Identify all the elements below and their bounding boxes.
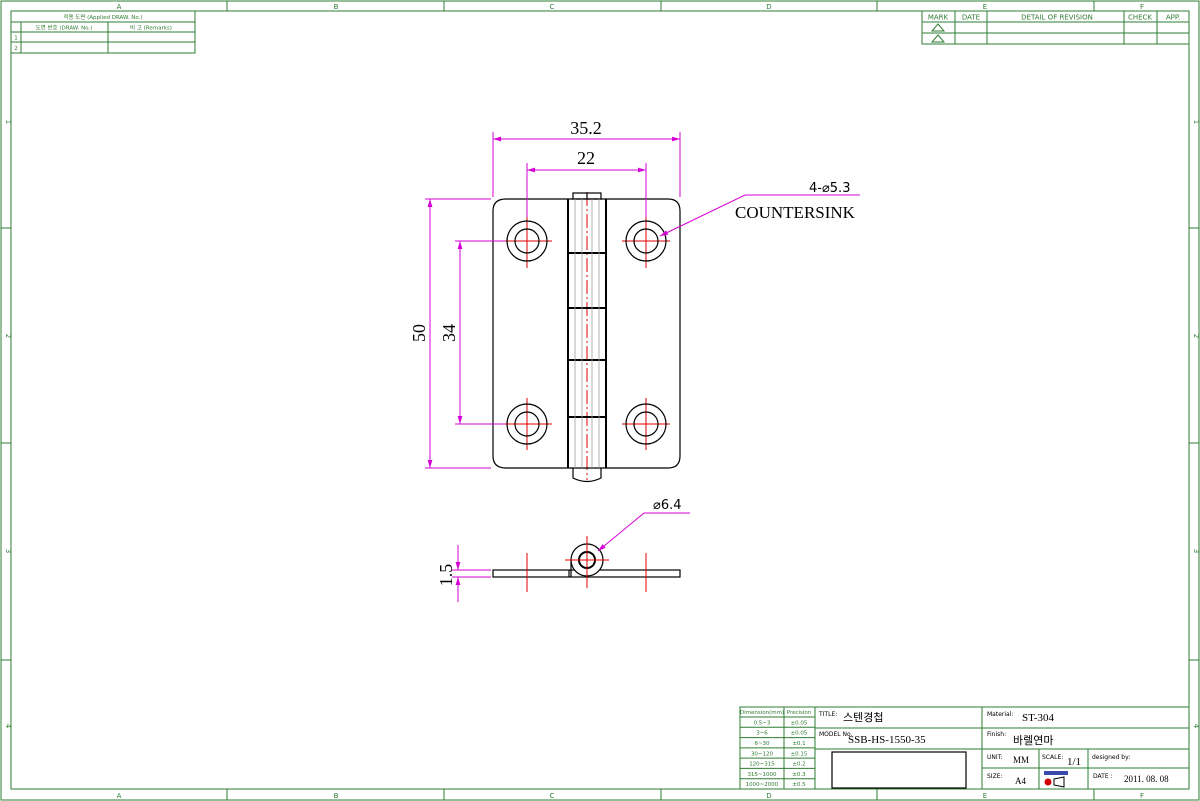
revision-col-date: DATE bbox=[962, 14, 980, 22]
dimension-overall-height: 50 bbox=[409, 198, 491, 469]
col-label-d: D bbox=[766, 3, 771, 11]
tolerance-precision: ±0.2 bbox=[792, 762, 805, 768]
tolerance-header-dimension: Dimension(mm) bbox=[740, 710, 784, 716]
revision-col-app: APP. bbox=[1166, 14, 1180, 22]
revision-col-check: CHECK bbox=[1128, 14, 1152, 22]
tolerance-precision: ±0.15 bbox=[791, 751, 808, 757]
revision-triangle-icon bbox=[930, 34, 946, 43]
tolerance-table: Dimension(mm) Precision 0.5~3 ±0.05 3~6 ±0.… bbox=[739, 706, 816, 790]
leader-countersink: 4-⌀5.3 COUNTERSINK bbox=[659, 181, 860, 237]
tolerance-range: 3~6 bbox=[756, 731, 768, 737]
tolerance-range: 0.5~3 bbox=[754, 720, 771, 726]
tolerance-range: 30~120 bbox=[751, 751, 774, 757]
hole-callout: 4-⌀5.3 bbox=[809, 181, 850, 196]
hole-note: COUNTERSINK bbox=[735, 203, 856, 222]
applied-table-row-2: 2 bbox=[14, 46, 18, 52]
unit-value: MM bbox=[1013, 755, 1029, 765]
tolerance-precision: ±0.1 bbox=[792, 741, 805, 747]
row-label-3-right: 3 bbox=[1192, 549, 1200, 553]
countersink-hole bbox=[506, 220, 548, 262]
applied-table-col-remarks: 비 고 (Remarks) bbox=[130, 24, 172, 32]
revision-col-mark: MARK bbox=[928, 14, 949, 22]
dimension-hole-spacing-y: 34 bbox=[439, 240, 505, 425]
revision-triangle-icon bbox=[930, 23, 946, 32]
countersink-hole bbox=[506, 403, 548, 445]
col-label-e: E bbox=[983, 3, 987, 11]
hinge-knuckles bbox=[567, 199, 607, 468]
applied-drawing-table: 적용 도면 (Applied DRAW. No.) 도면 번호 (DRAW. N… bbox=[10, 10, 196, 54]
scale-value: 1/1 bbox=[1067, 756, 1081, 768]
tolerance-range: 6~30 bbox=[754, 741, 770, 747]
dimension-text: 50 bbox=[409, 324, 429, 342]
tolerance-precision: ±0.05 bbox=[791, 720, 808, 726]
col-label-f: F bbox=[1140, 3, 1144, 11]
row-label-4: 4 bbox=[4, 724, 12, 729]
dimension-thickness: 1.5 bbox=[436, 545, 491, 602]
row-label-3: 3 bbox=[4, 549, 12, 553]
countersink-hole bbox=[625, 403, 667, 445]
model-value: SSB-HS-1550-35 bbox=[848, 734, 926, 746]
title-label: TITLE: bbox=[818, 711, 837, 718]
dimension-hole-spacing-x: 22 bbox=[526, 148, 647, 217]
col-label-b: B bbox=[334, 3, 339, 11]
hole-centerlines bbox=[503, 192, 670, 480]
size-label: SIZE: bbox=[987, 773, 1003, 780]
hinge-pin bbox=[572, 192, 602, 483]
dimension-text: 34 bbox=[439, 324, 459, 342]
row-label-2: 2 bbox=[4, 334, 12, 338]
finish-value: 바렐연마 bbox=[1013, 734, 1053, 747]
leader-pin-diameter: ⌀6.4 bbox=[597, 498, 690, 552]
date-value: 2011. 08. 08 bbox=[1124, 774, 1169, 784]
finish-label: Finish: bbox=[987, 731, 1006, 738]
revision-col-detail: DETAIL OF REVISION bbox=[1021, 14, 1093, 22]
col-label-c: C bbox=[550, 3, 555, 11]
hinge-leaf-outline bbox=[492, 198, 681, 469]
dimension-text: 35.2 bbox=[570, 118, 602, 138]
title-value: 스텐경첩 bbox=[843, 711, 883, 724]
countersink-hole bbox=[625, 220, 667, 262]
projection-symbol-icon bbox=[1044, 771, 1068, 788]
hinge-front-view: 35.2 22 50 34 4-⌀5.3 COUNTERSINK bbox=[409, 118, 860, 483]
date-label: DATE : bbox=[1093, 773, 1113, 780]
tolerance-header-precision: Precision bbox=[787, 710, 812, 716]
dimension-text: 1.5 bbox=[436, 564, 456, 587]
applied-table-header: 적용 도면 (Applied DRAW. No.) bbox=[63, 13, 142, 21]
tolerance-precision: ±0.05 bbox=[791, 731, 808, 737]
revision-table: MARK DATE DETAIL OF REVISION CHECK APP. bbox=[921, 10, 1190, 45]
unit-label: UNIT: bbox=[987, 754, 1003, 761]
col-label-c-bottom: C bbox=[550, 792, 555, 800]
tolerance-precision: ±0.3 bbox=[792, 772, 806, 778]
row-label-1: 1 bbox=[4, 120, 12, 124]
col-label-e-bottom: E bbox=[983, 792, 987, 800]
tolerance-range: 120~315 bbox=[749, 762, 775, 768]
row-label-2-right: 2 bbox=[1192, 334, 1200, 338]
col-label-a-bottom: A bbox=[117, 792, 122, 800]
tolerance-range: 1000~2000 bbox=[746, 782, 779, 788]
tolerance-range: 315~1000 bbox=[747, 772, 777, 778]
dimension-overall-width: 35.2 bbox=[492, 118, 681, 197]
title-block: TITLE: 스텐경첩 MODEL No. SSB-HS-1550-35 Mat… bbox=[814, 706, 1190, 790]
col-label-f-bottom: F bbox=[1140, 792, 1144, 800]
scale-label: SCALE: bbox=[1042, 754, 1063, 761]
applied-table-row-1: 1 bbox=[14, 36, 18, 42]
col-label-d-bottom: D bbox=[766, 792, 771, 800]
size-value: A4 bbox=[1015, 776, 1026, 786]
material-value: ST-304 bbox=[1022, 712, 1054, 724]
designed-by-label: designed by: bbox=[1092, 754, 1130, 761]
model-label: MODEL No. bbox=[819, 731, 853, 738]
dimension-text: 22 bbox=[577, 148, 595, 168]
row-label-1-right: 1 bbox=[1192, 120, 1200, 124]
row-label-4-right: 4 bbox=[1192, 724, 1200, 729]
title-block-blank-box bbox=[831, 751, 967, 789]
material-label: Material: bbox=[987, 711, 1013, 718]
hinge-side-view: ⌀6.4 1.5 bbox=[436, 498, 690, 602]
col-label-b-bottom: B bbox=[334, 792, 339, 800]
tolerance-precision: ±0.5 bbox=[792, 782, 806, 788]
col-label-a: A bbox=[117, 3, 122, 11]
pin-diameter-callout: ⌀6.4 bbox=[653, 498, 682, 513]
applied-table-col-drawno: 도면 번호 (DRAW. No.) bbox=[36, 24, 93, 32]
